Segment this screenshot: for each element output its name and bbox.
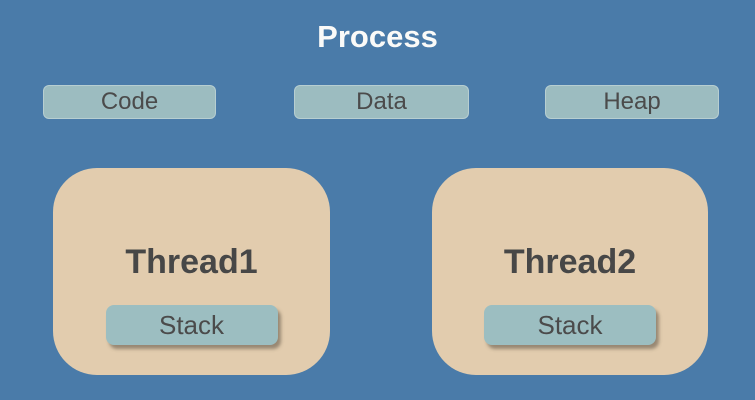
thread2-label: Thread2 [503, 243, 637, 281]
heap-segment-label: Heap [603, 88, 661, 115]
code-segment-box: Code [43, 85, 216, 119]
process-title: Process [317, 19, 438, 54]
thread1-box: Thread1 Stack [53, 168, 330, 375]
thread2-stack-label: Stack [537, 309, 603, 340]
heap-segment-box: Heap [545, 85, 719, 119]
thread1-stack-box: Stack [105, 305, 278, 345]
thread2-stack-box: Stack [484, 305, 656, 345]
data-segment-label: Data [356, 88, 407, 115]
code-segment-label: Code [100, 88, 159, 115]
thread1-stack-label: Stack [158, 309, 225, 340]
thread1-label: Thread1 [125, 243, 258, 281]
thread2-box: Thread2 Stack [432, 168, 708, 375]
data-segment-box: Data [294, 85, 469, 119]
